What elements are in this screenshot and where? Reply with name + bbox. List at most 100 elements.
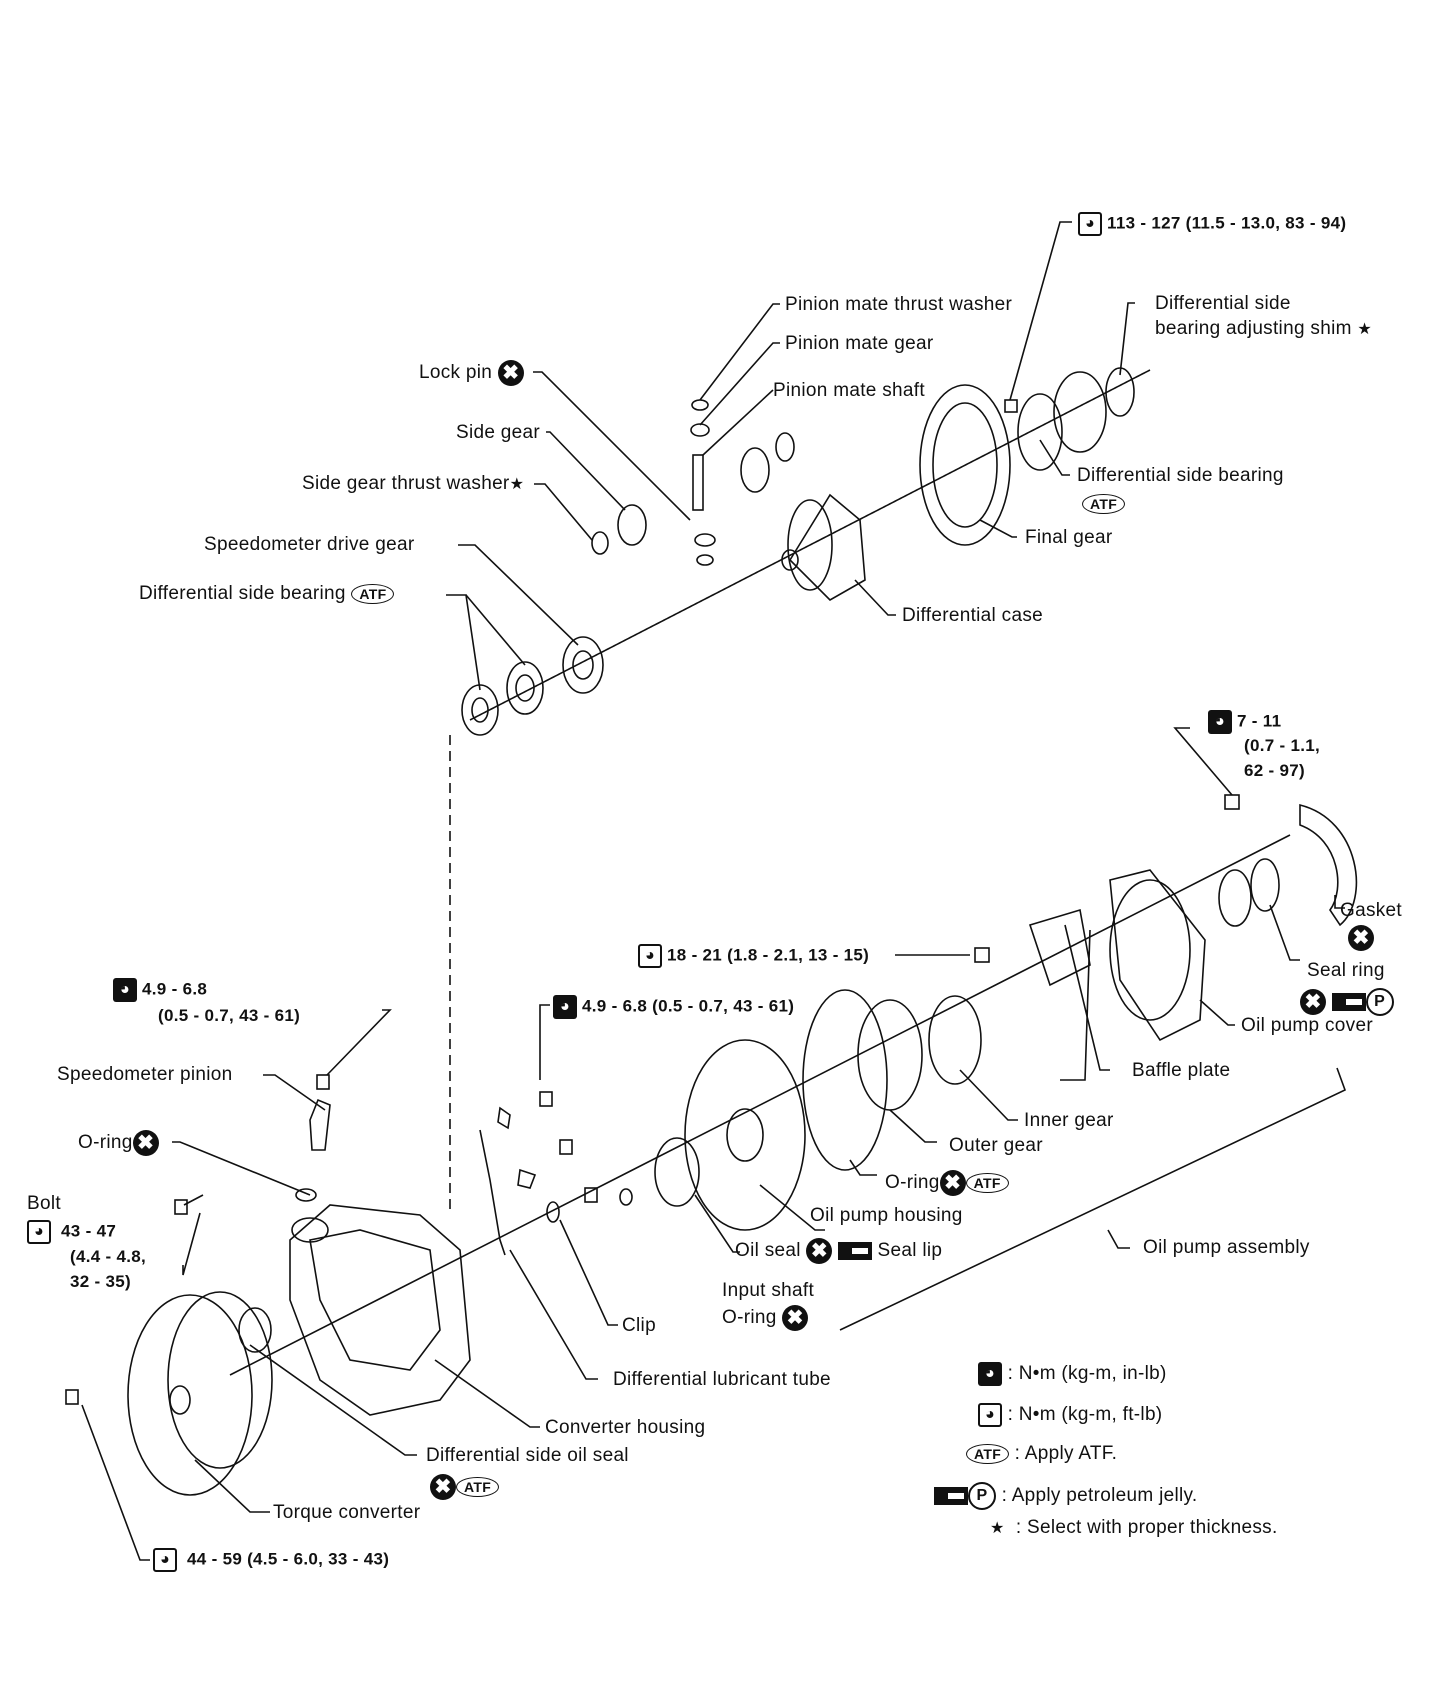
leader-lines — [81, 221, 1347, 1561]
torque-ftlb-icon: ◕ — [978, 1403, 1002, 1427]
inner-gear-label: Inner gear — [1024, 1110, 1114, 1131]
diff-lubricant-tube-label: Differential lubricant tube — [613, 1369, 831, 1390]
converter-bolt-torque: ◕ 44 - 59 (4.5 - 6.0, 33 - 43) — [153, 1548, 389, 1572]
pump-cover-bolt-torque-3: 62 - 97) — [1244, 761, 1305, 780]
torque-ftlb-icon: ◕ — [638, 944, 662, 968]
lock-pin-text: Lock pin — [419, 362, 493, 384]
legend-atf: ATF : Apply ATF. — [966, 1443, 1117, 1465]
atf-icon: ATF — [456, 1477, 500, 1497]
legend-star-text: : Select with proper thickness. — [1015, 1517, 1278, 1538]
replace-x-icon: ✖ — [806, 1238, 833, 1264]
legend-nm-inlb-text: : N•m (kg-m, in-lb) — [1007, 1363, 1167, 1385]
differential-case-drawing — [781, 493, 866, 601]
replace-x-icon: ✖ — [1300, 989, 1326, 1015]
atf-icon: ATF — [966, 1443, 1010, 1464]
gasket-x: ✖ — [1348, 925, 1374, 951]
replace-x-icon: ✖ — [132, 1130, 159, 1156]
oil-pump-cover-drawing — [1028, 803, 1358, 1042]
oil-pump-cover-label: Oil pump cover — [1241, 1015, 1373, 1036]
atf-icon: ATF — [1082, 493, 1126, 514]
star-icon: ★ — [509, 476, 525, 493]
replace-x-icon: ✖ — [1348, 925, 1374, 951]
speedo-pinion-torque-2: (0.5 - 0.7, 43 - 61) — [158, 1006, 301, 1025]
torque-inlb-icon: ◕ — [553, 995, 577, 1019]
pump-axis-line — [229, 834, 1291, 1376]
speedometer-pinion-label: Speedometer pinion — [57, 1064, 233, 1085]
clip-label: Clip — [622, 1315, 656, 1336]
outer-gear-label: Outer gear — [949, 1135, 1043, 1156]
converter-housing-label: Converter housing — [545, 1417, 706, 1438]
diff-side-bearing-top-atf: ATF — [1082, 493, 1126, 515]
legend-nm-ftlb-text: : N•m (kg-m, ft-lb) — [1007, 1404, 1163, 1426]
final-gear-bolt-torque: ◕ 113 - 127 (11.5 - 13.0, 83 - 94) — [1078, 212, 1346, 236]
diff-side-bearing-left-label: Differential side bearing ATF — [139, 583, 395, 605]
final-gear-drawing — [919, 367, 1135, 546]
bolt-torque-3: 32 - 35) — [70, 1272, 131, 1291]
torque-inlb-icon: ◕ — [978, 1362, 1002, 1386]
diff-side-oil-seal-symbols: ✖ATF — [430, 1474, 500, 1500]
torque-inlb-icon: ◕ — [113, 978, 137, 1002]
converter-bolt-torque-text: 44 - 59 (4.5 - 6.0, 33 - 43) — [187, 1549, 390, 1569]
speedo-pinion-torque-1-text: 4.9 - 6.8 — [142, 979, 208, 999]
diff-side-oil-seal-label: Differential side oil seal — [426, 1445, 629, 1466]
diff-side-bearing-left-text: Differential side bearing — [139, 583, 346, 604]
diff-shim-label-text: bearing adjusting shim — [1155, 318, 1352, 339]
final-gear-label: Final gear — [1025, 527, 1113, 548]
oil-seal-label: Oil seal ✖ Seal lip — [735, 1238, 942, 1264]
diff-side-bearing-top-label: Differential side bearing — [1077, 465, 1284, 486]
side-gear-washer-label: Side gear thrust washer★ — [302, 473, 524, 496]
legend-atf-text: : Apply ATF. — [1014, 1443, 1118, 1464]
input-shaft-label: Input shaft — [722, 1280, 815, 1301]
oil-seal-text: Oil seal — [735, 1240, 801, 1262]
baffle-plate-label: Baffle plate — [1132, 1060, 1231, 1081]
input-shaft-o-ring-label: O-ring ✖ — [722, 1305, 809, 1331]
side-gear-label: Side gear — [456, 422, 541, 443]
pinion-mate-gear-label: Pinion mate gear — [785, 333, 934, 354]
pinion-parts-drawing — [591, 399, 795, 566]
speedometer-drive-gear-label: Speedometer drive gear — [204, 534, 415, 555]
pinion-thrust-washer-label: Pinion mate thrust washer — [785, 294, 1013, 315]
speedo-pinion-torque-1: ◕ 4.9 - 6.8 — [113, 978, 207, 1002]
legend-petroleum-jelly: P : Apply petroleum jelly. — [934, 1482, 1197, 1510]
star-icon: ★ — [990, 1520, 1005, 1537]
oil-pump-assembly-label: Oil pump assembly — [1143, 1237, 1310, 1258]
gasket-label: Gasket — [1340, 900, 1402, 921]
petroleum-jelly-icon — [1331, 993, 1366, 1011]
pump-o-ring-text: O-ring — [885, 1172, 940, 1194]
converter-housing-drawing — [289, 1204, 471, 1416]
legend-star: ★ : Select with proper thickness. — [990, 1517, 1278, 1540]
bolt-torque-1: ◕ 43 - 47 — [27, 1220, 116, 1244]
baffle-bolt-torque: ◕ 18 - 21 (1.8 - 2.1, 13 - 15) — [638, 944, 869, 968]
legend-nm-inlb: ◕ : N•m (kg-m, in-lb) — [978, 1362, 1167, 1386]
pump-o-ring-label: O-ring✖ATF — [885, 1170, 1009, 1196]
diff-shim-label-line1: Differential side — [1155, 293, 1291, 314]
bolt-torque-1-text: 43 - 47 — [61, 1221, 117, 1241]
petroleum-jelly-icon — [934, 1487, 968, 1505]
torque-ftlb-icon: ◕ — [1078, 212, 1102, 236]
torque-inlb-icon: ◕ — [1208, 710, 1232, 734]
p-circle-icon: P — [968, 1482, 996, 1510]
left-side-bearings — [461, 636, 604, 736]
lock-pin-label: Lock pin ✖ — [419, 360, 524, 386]
torque-ftlb-icon: ◕ — [27, 1220, 51, 1244]
bolt-torque-2: (4.4 - 4.8, — [70, 1247, 147, 1266]
side-gear-washer-text: Side gear thrust washer — [302, 473, 510, 494]
star-icon: ★ — [1357, 321, 1372, 338]
atf-icon: ATF — [965, 1173, 1009, 1193]
diff-shim-label-line2: bearing adjusting shim ★ — [1155, 318, 1372, 341]
baffle-bolt-torque-text: 18 - 21 (1.8 - 2.1, 13 - 15) — [667, 945, 870, 965]
bracket-bolt-torque: ◕ 4.9 - 6.8 (0.5 - 0.7, 43 - 61) — [553, 995, 794, 1019]
differential-axis-line — [469, 369, 1151, 721]
p-circle-icon: P — [1365, 988, 1394, 1016]
legend-nm-ftlb: ◕ : N•m (kg-m, ft-lb) — [978, 1403, 1162, 1427]
torque-converter-drawing — [127, 1291, 273, 1496]
pump-cover-bolt-torque: ◕ 7 - 11 — [1208, 710, 1281, 734]
atf-icon: ATF — [351, 583, 395, 604]
replace-x-icon: ✖ — [782, 1305, 809, 1331]
pump-cover-bolt-torque-1: 7 - 11 — [1237, 711, 1282, 731]
pinion-mate-shaft-label: Pinion mate shaft — [773, 380, 925, 401]
replace-x-icon: ✖ — [497, 360, 524, 386]
bracket-bolt-torque-text: 4.9 - 6.8 (0.5 - 0.7, 43 - 61) — [582, 996, 795, 1016]
replace-x-icon: ✖ — [939, 1170, 966, 1196]
